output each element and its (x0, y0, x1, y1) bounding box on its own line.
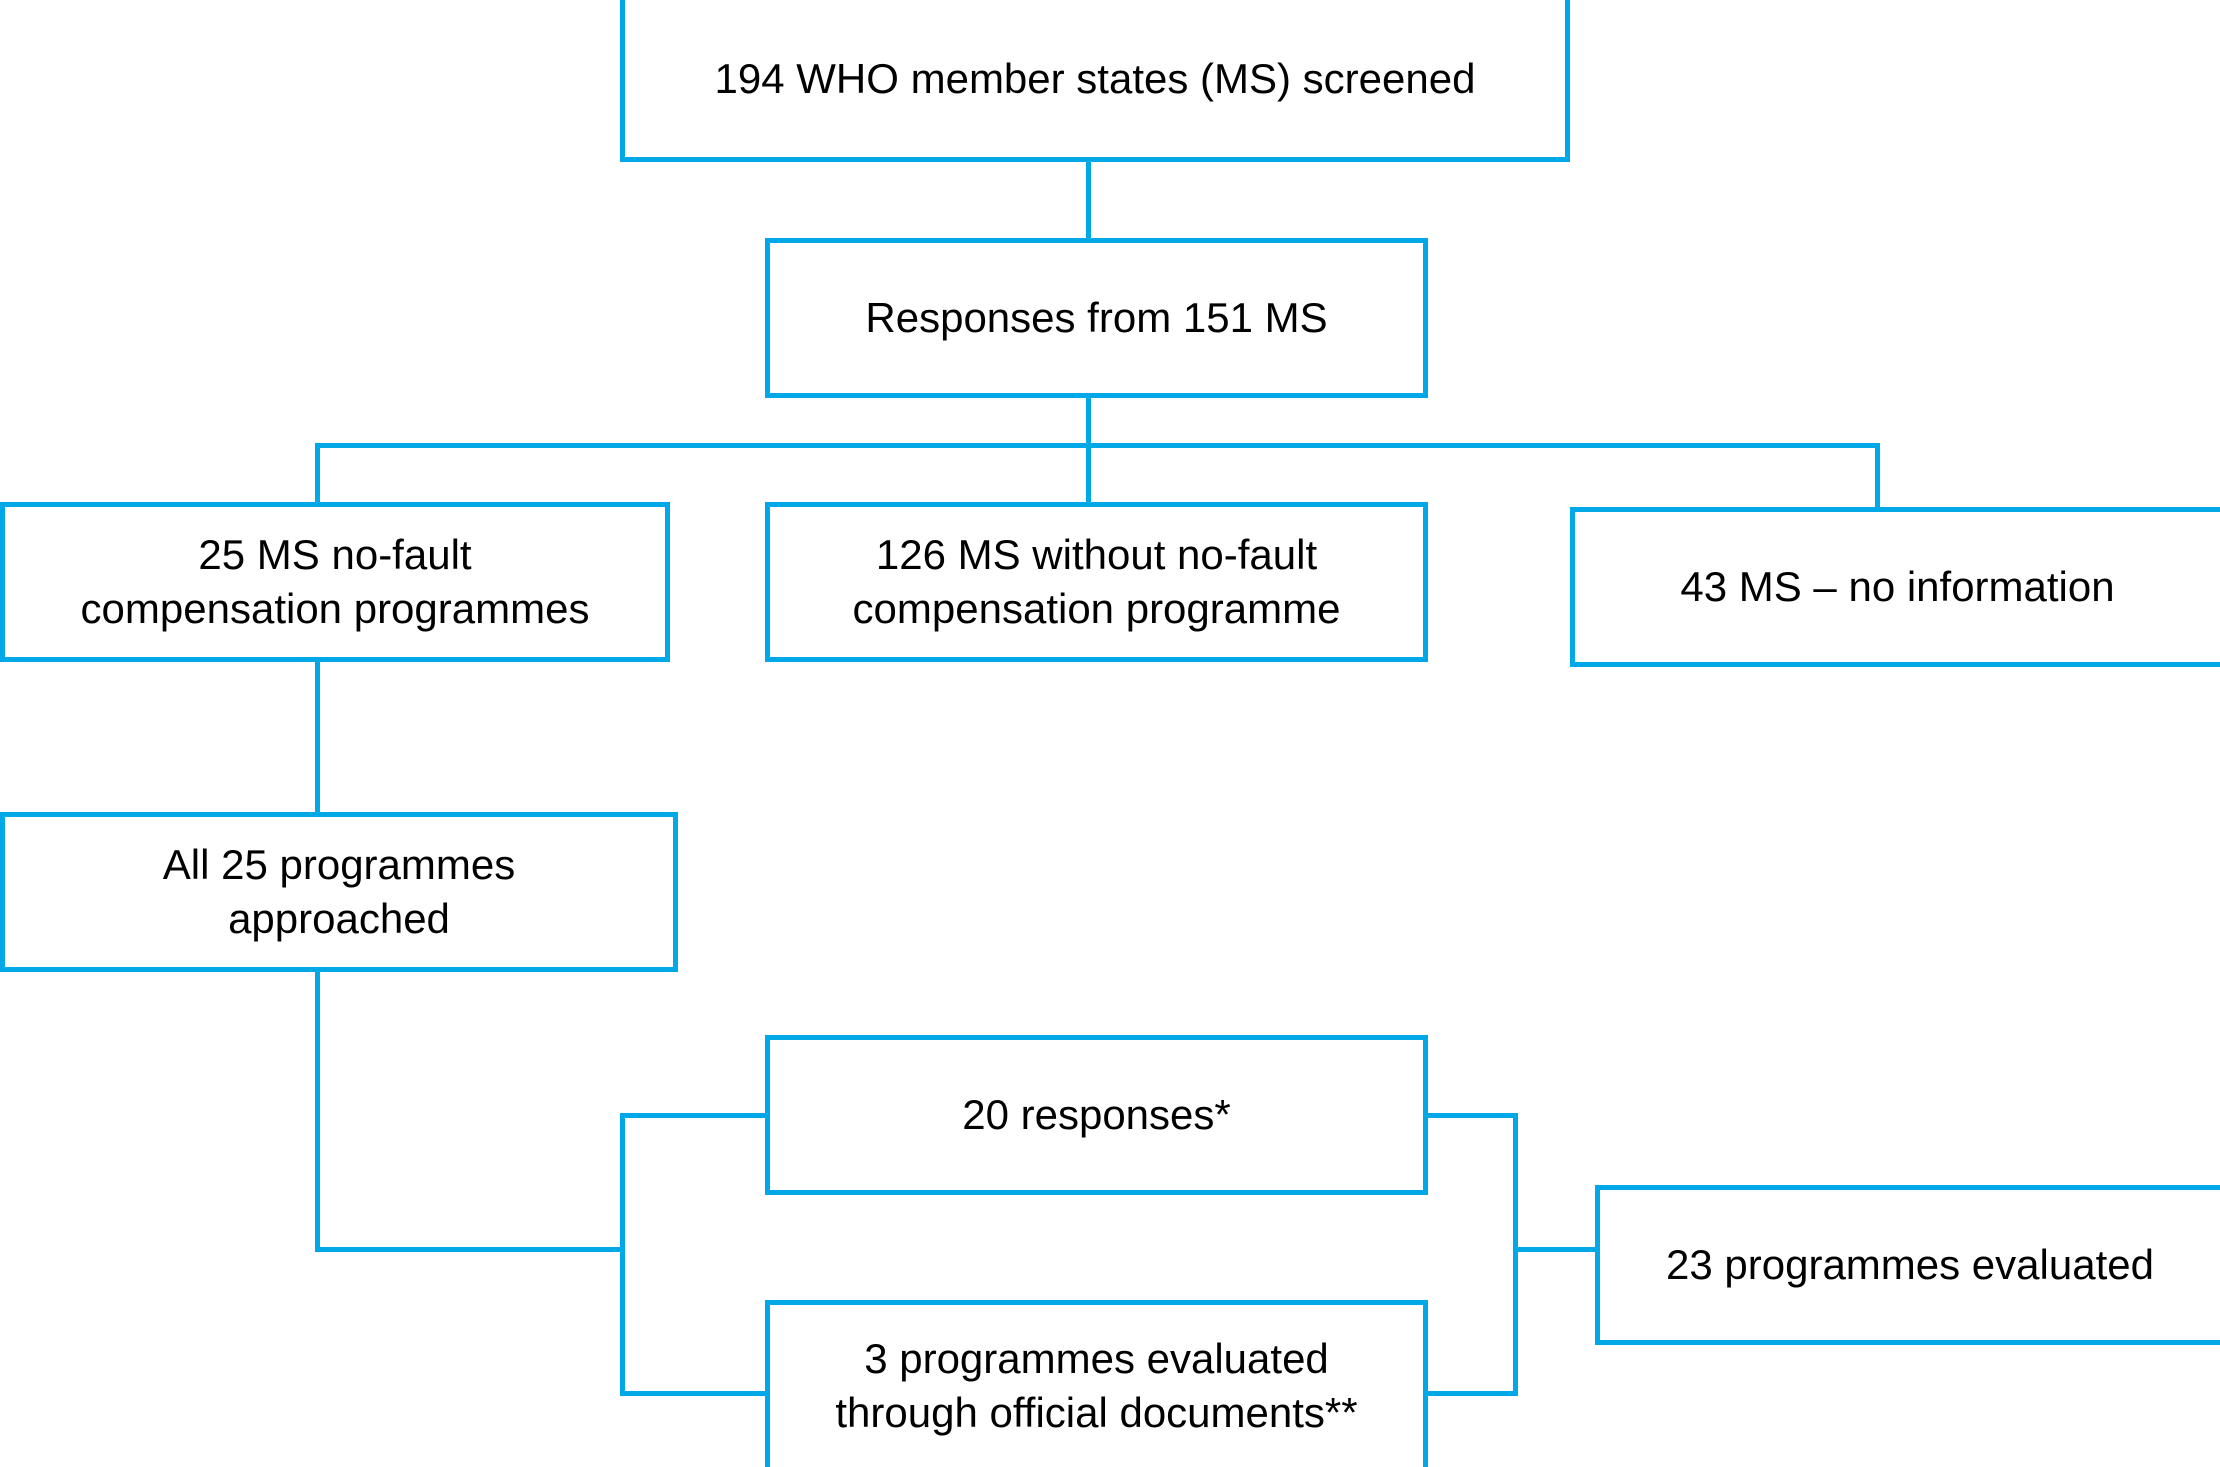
connector-merge-to-evaluated-23 (1513, 1247, 1601, 1252)
node-responses-20[interactable]: 20 responses* (765, 1035, 1428, 1195)
connector-approached-down (315, 970, 320, 1252)
connector-bus-to-with-programme (315, 443, 320, 504)
connector-branch-bus (315, 443, 1880, 448)
connector-responses-20-to-merge (1425, 1113, 1518, 1118)
node-with-programme[interactable]: 25 MS no-fault compensation programmes (0, 502, 670, 662)
node-responses[interactable]: Responses from 151 MS (765, 238, 1428, 398)
connector-approached-right (315, 1247, 625, 1252)
connector-bus-to-without-programme (1086, 443, 1091, 504)
node-no-information[interactable]: 43 MS – no information (1570, 507, 2220, 667)
connector-official-documents-to-merge (1425, 1391, 1518, 1396)
connector-left-splitter (620, 1113, 625, 1396)
connector-screened-to-responses (1086, 158, 1091, 240)
node-without-programme[interactable]: 126 MS without no-fault compensation pro… (765, 502, 1428, 662)
connector-with-programme-to-approached (315, 660, 320, 814)
connector-right-merge (1513, 1113, 1518, 1396)
connector-splitter-to-responses-20 (620, 1113, 768, 1118)
node-screened[interactable]: 194 WHO member states (MS) screened (620, 0, 1570, 162)
connector-responses-down (1086, 396, 1091, 448)
node-official-documents[interactable]: 3 programmes evaluated through official … (765, 1300, 1428, 1467)
node-approached[interactable]: All 25 programmes approached (0, 812, 678, 972)
connector-bus-to-no-information (1875, 443, 1880, 509)
node-evaluated-23[interactable]: 23 programmes evaluated (1595, 1185, 2220, 1345)
connector-splitter-to-official-documents (620, 1391, 768, 1396)
